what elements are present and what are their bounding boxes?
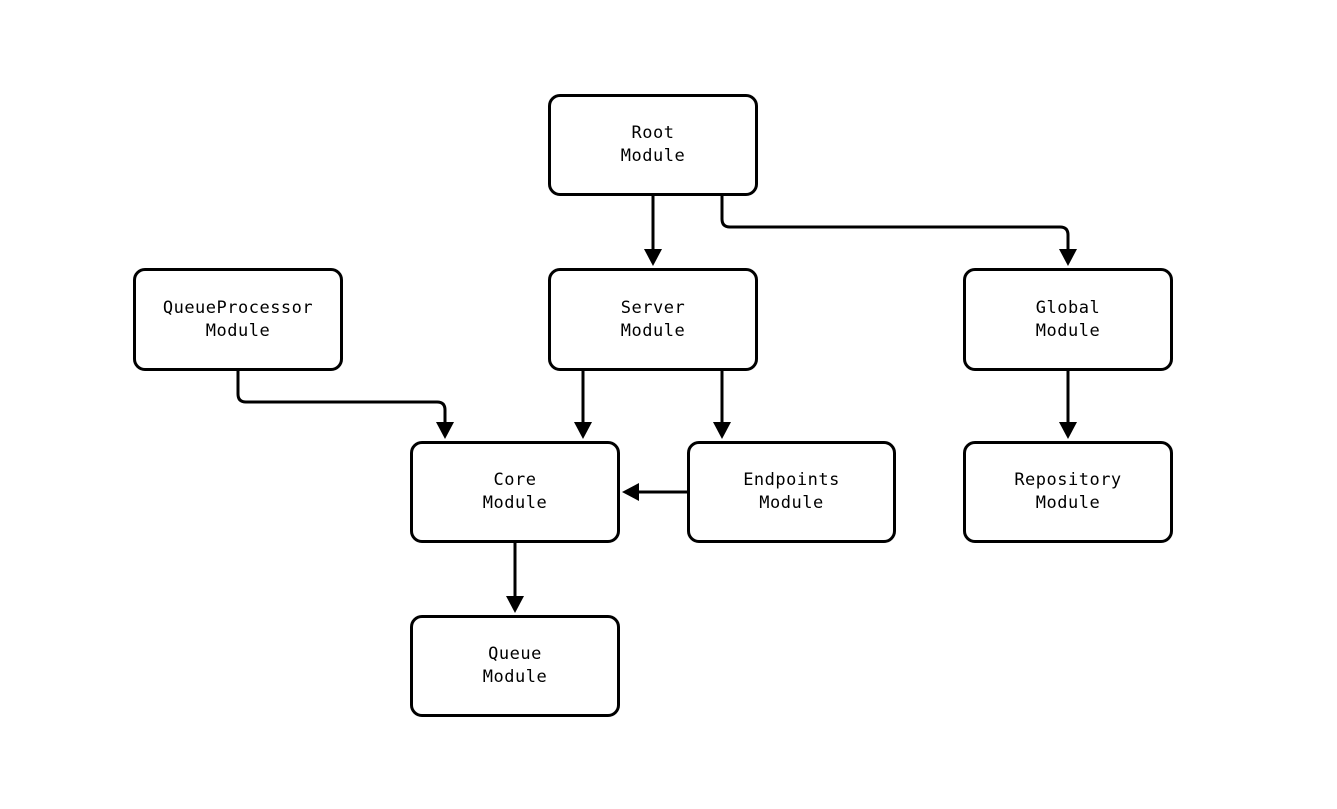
node-label-secondary: Module — [620, 146, 686, 166]
node-label-primary: Core — [493, 470, 537, 490]
arrowhead — [644, 249, 662, 266]
node-label-primary: Queue — [488, 644, 542, 664]
edge-line — [236, 371, 447, 423]
edge-queueprocessor-to-core — [236, 371, 454, 439]
edge-root-to-global — [720, 196, 1077, 266]
node-label-primary: Server — [620, 297, 686, 318]
node-label-secondary: Module — [205, 320, 271, 341]
node-label-primary: QueueProcessor — [162, 297, 314, 318]
node-label-secondary: Module — [620, 320, 686, 341]
edge-server-to-endpoints — [713, 371, 731, 439]
arrowhead — [713, 422, 731, 439]
arrowhead — [574, 422, 592, 439]
edge-endpoints-to-core — [622, 483, 687, 501]
edge-core-to-queue — [506, 543, 524, 613]
edge-root-to-server — [644, 196, 662, 266]
node-label-secondary: Module — [482, 493, 548, 513]
arrowhead — [1059, 249, 1077, 266]
node-label-secondary: Module — [482, 667, 548, 687]
arrowhead — [622, 483, 639, 501]
edge-line — [720, 196, 1070, 250]
node-label-primary: Global — [1035, 297, 1101, 318]
node-label-secondary: Module — [759, 493, 824, 513]
edge-server-to-core — [574, 371, 592, 439]
node-label-secondary: Module — [1035, 493, 1101, 513]
node-label-primary: Root — [631, 123, 675, 143]
arrowhead — [506, 596, 524, 613]
node-label-primary: Endpoints — [743, 470, 840, 490]
node-label-secondary: Module — [1035, 320, 1101, 341]
node-label-primary: Repository — [1014, 470, 1122, 490]
edge-global-to-repository — [1059, 371, 1077, 439]
arrowhead — [1059, 422, 1077, 439]
arrowhead — [436, 422, 454, 439]
